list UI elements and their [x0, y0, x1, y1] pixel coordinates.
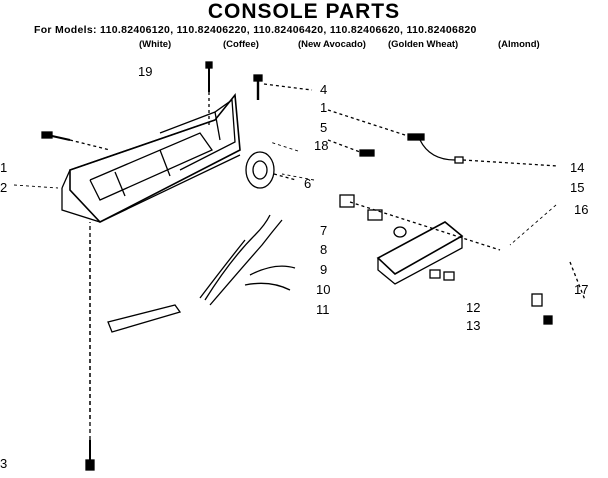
callout-16: 16: [574, 202, 589, 217]
callout-5: 5: [320, 120, 328, 135]
bolt-5: [327, 139, 375, 157]
models-line: For Models: 110.82406120, 110.82406220, …: [34, 24, 477, 36]
part-17: [531, 261, 586, 325]
screw-4: [253, 74, 313, 100]
callout-6: 6: [304, 176, 312, 191]
leader-lines: [13, 141, 557, 246]
screw-left: [41, 131, 111, 151]
callout-18: 18: [314, 138, 329, 153]
callout-11: 11: [316, 302, 330, 317]
bolt-1: [327, 109, 559, 167]
color-coffee: (Coffee): [223, 39, 259, 50]
timer-knob: [245, 151, 297, 189]
callout-3: 3: [0, 456, 8, 471]
callout-9: 9: [320, 262, 328, 277]
screw-19: [205, 61, 213, 128]
callout-10: 10: [316, 282, 331, 297]
color-new-avocado: (New Avocado): [298, 39, 366, 50]
callout-8: 8: [320, 242, 328, 257]
color-white: (White): [139, 39, 172, 50]
callout-2: 2: [0, 180, 8, 195]
callout-19: 19: [138, 64, 153, 79]
callout-12: 12: [466, 300, 481, 315]
page-title: CONSOLE PARTS: [207, 0, 401, 23]
callout-4: 4: [320, 82, 328, 97]
callout-1-left: 1: [0, 160, 8, 175]
switch-7: [339, 194, 501, 251]
callout-13: 13: [466, 318, 481, 333]
color-golden-wheat: (Golden Wheat): [388, 39, 459, 50]
wiring-harness: [89, 214, 296, 420]
callout-15: 15: [570, 180, 585, 195]
callout-7: 7: [320, 223, 328, 238]
color-almond: (Almond): [498, 39, 540, 50]
callout-14: 14: [570, 160, 585, 175]
console-housing: [61, 92, 241, 223]
callout-1-top: 1: [320, 100, 328, 115]
callout-17: 17: [574, 282, 589, 297]
switch-panel: [376, 221, 464, 285]
